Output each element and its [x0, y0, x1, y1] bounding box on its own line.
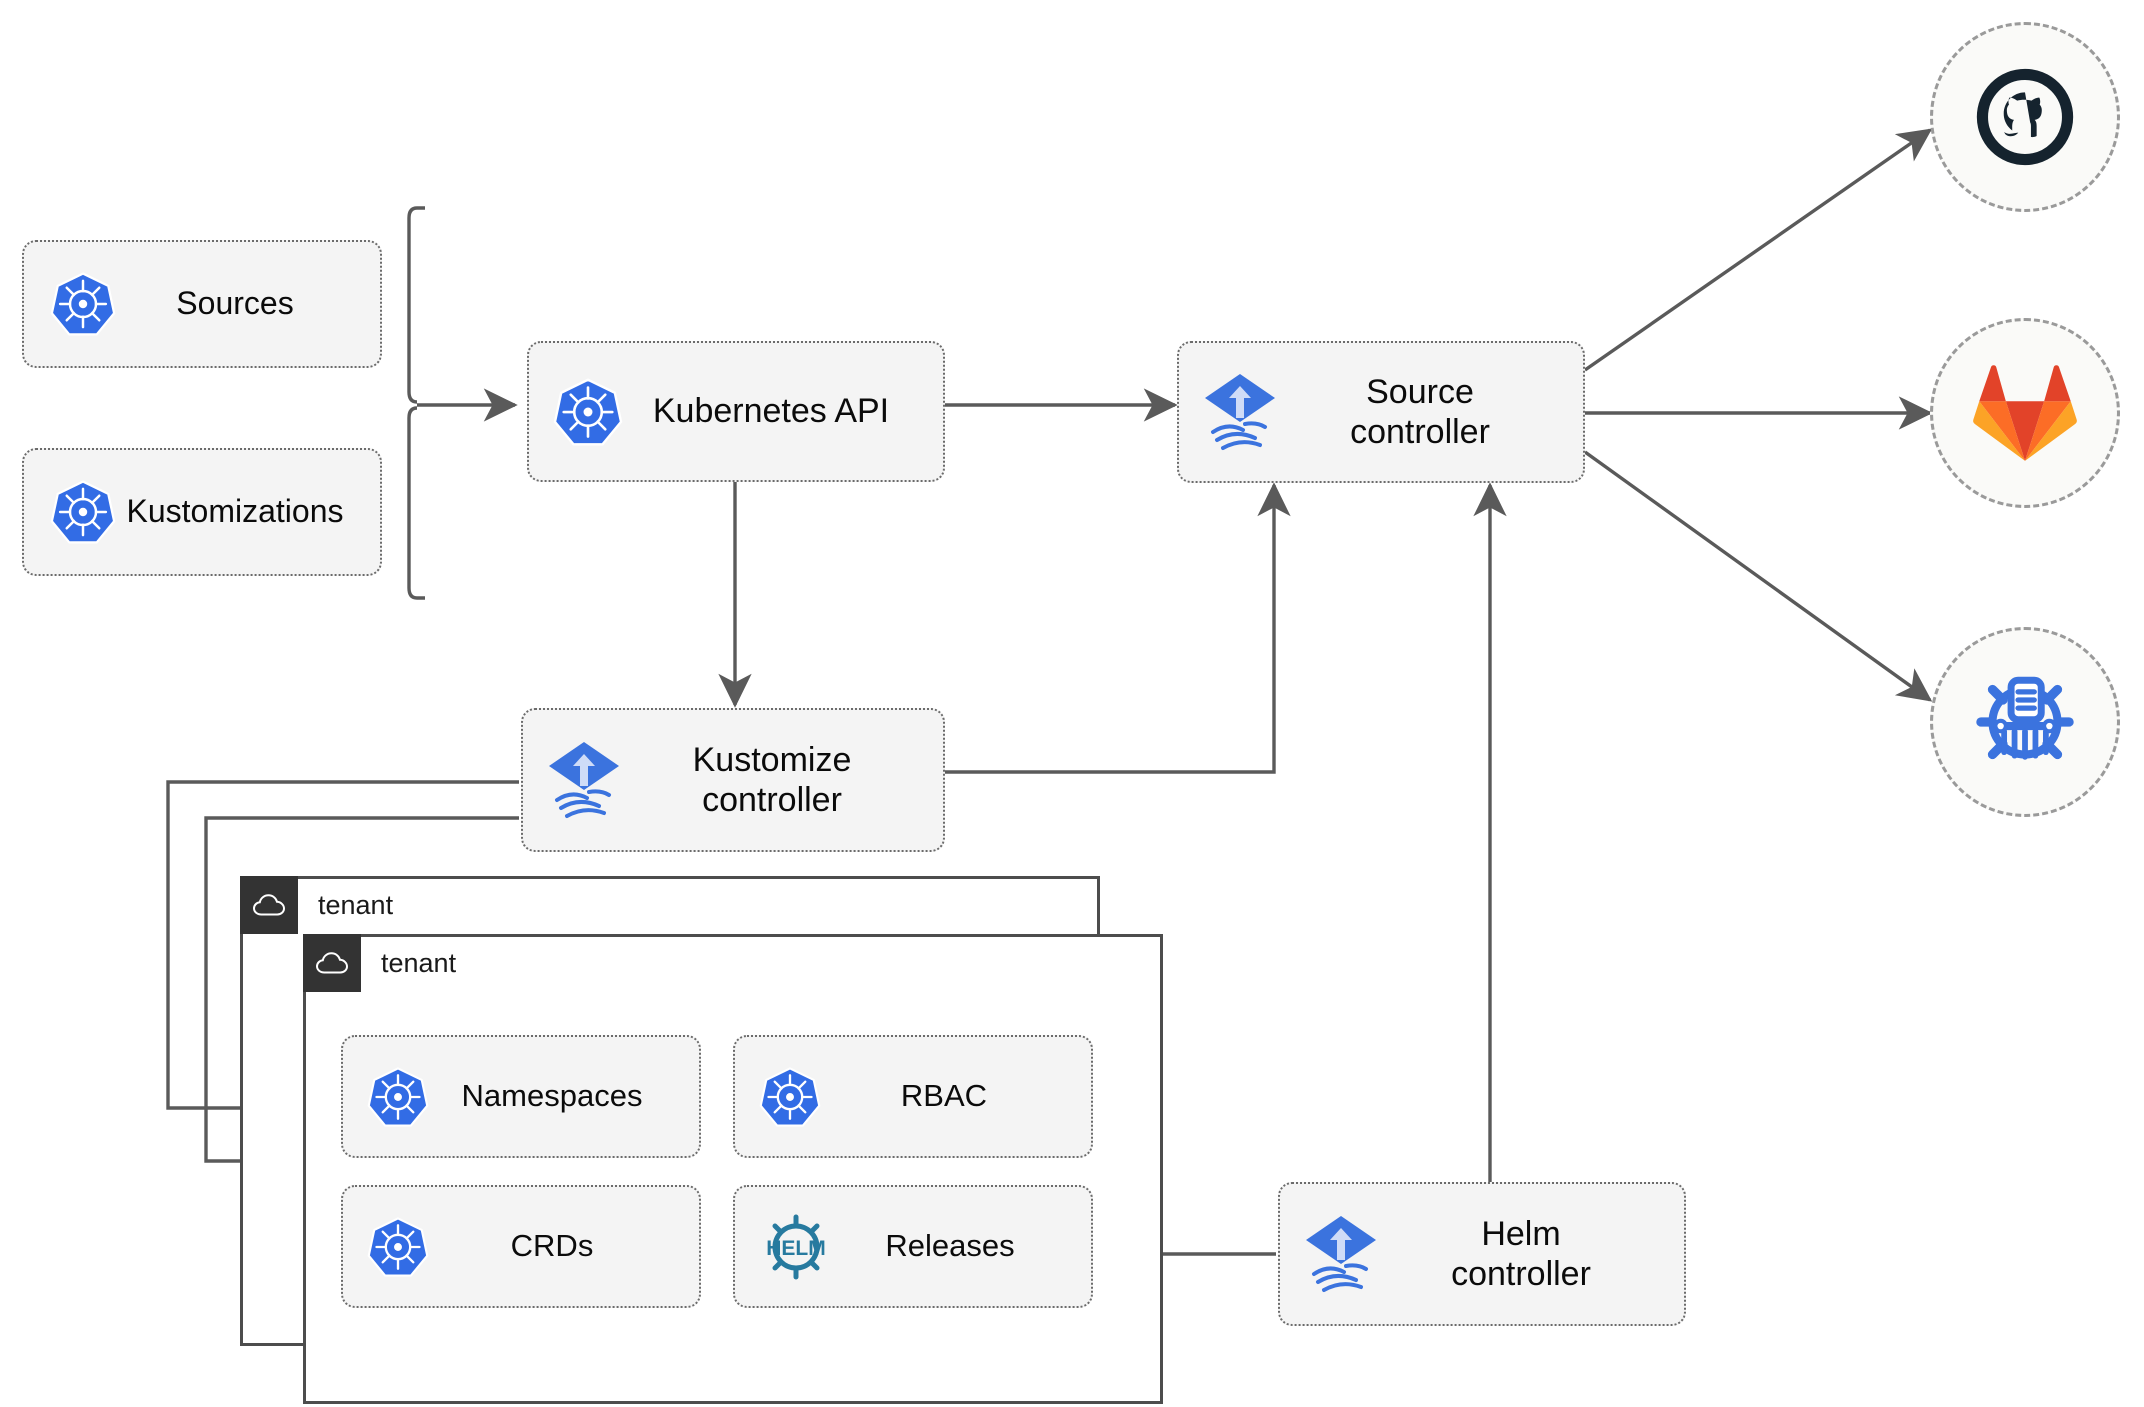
gitlab-icon — [1973, 365, 2077, 461]
node-rbac[interactable]: RBAC — [733, 1035, 1093, 1158]
node-helm-controller[interactable]: Helm controller — [1278, 1182, 1686, 1326]
node-label: CRDs — [510, 1228, 594, 1264]
wire-source-to-registry — [1584, 450, 1933, 702]
flux-icon — [1302, 1212, 1380, 1296]
brace-lower — [407, 406, 425, 600]
github-icon — [1976, 68, 2074, 166]
node-label: RBAC — [900, 1078, 988, 1114]
endpoint-helm-registry[interactable] — [1930, 627, 2120, 817]
cloud-icon — [240, 876, 298, 934]
node-namespaces[interactable]: Namespaces — [341, 1035, 701, 1158]
node-releases[interactable]: HELM Releases — [733, 1185, 1093, 1308]
node-kustomize-controller[interactable]: Kustomize controller — [521, 708, 945, 852]
brace-upper — [407, 206, 425, 404]
node-source-controller[interactable]: Source controller — [1177, 341, 1585, 483]
helm-icon: HELM — [759, 1210, 833, 1284]
node-label: Kustomize controller — [692, 740, 852, 819]
node-label: Source controller — [1350, 372, 1490, 451]
tenant-label: tenant — [381, 947, 457, 978]
endpoint-gitlab[interactable] — [1930, 318, 2120, 508]
kubernetes-icon — [50, 479, 116, 545]
tenant-tab-inner: tenant — [303, 934, 456, 992]
node-label: Helm controller — [1451, 1214, 1591, 1293]
kubernetes-icon — [367, 1216, 429, 1278]
flux-icon — [1201, 370, 1279, 454]
kubernetes-icon — [367, 1066, 429, 1128]
wire-source-to-github — [1584, 128, 1933, 372]
cloud-icon — [303, 934, 361, 992]
svg-text:HELM: HELM — [766, 1237, 826, 1260]
node-label: Kustomizations — [126, 493, 344, 530]
node-label: Namespaces — [461, 1078, 643, 1114]
kubernetes-icon — [759, 1066, 821, 1128]
node-kustomizations[interactable]: Kustomizations — [22, 448, 382, 576]
node-crds[interactable]: CRDs — [341, 1185, 701, 1308]
kubernetes-icon — [553, 377, 623, 447]
tenant-tab-outer: tenant — [240, 876, 393, 934]
node-sources[interactable]: Sources — [22, 240, 382, 368]
node-label: Kubernetes API — [652, 392, 890, 431]
node-label: Releases — [885, 1228, 1015, 1264]
tenant-group-inner: tenant — [303, 934, 1163, 1404]
node-kubernetes-api[interactable]: Kubernetes API — [527, 341, 945, 482]
tenant-label: tenant — [318, 889, 394, 920]
helm-registry-icon — [1976, 676, 2074, 760]
endpoint-github[interactable] — [1930, 22, 2120, 212]
node-label: Sources — [176, 285, 294, 322]
flux-icon — [545, 738, 623, 822]
kubernetes-icon — [50, 271, 116, 337]
wire-kustomize-to-source — [945, 482, 1291, 774]
